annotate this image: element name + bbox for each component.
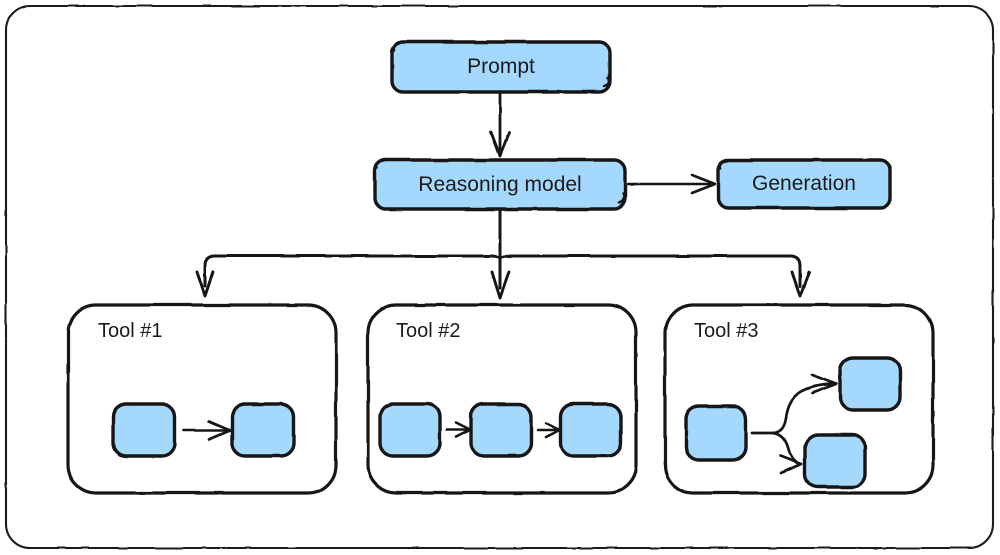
edge-reasoning-to-generation [626, 173, 717, 195]
tool-1-step-1[interactable] [113, 404, 175, 456]
tool-3-step-3[interactable] [805, 435, 865, 487]
generation-node-shape [716, 158, 892, 210]
tool-2-container[interactable] [368, 305, 636, 493]
tool-1-step-2[interactable] [232, 404, 294, 456]
tool-3-step-2[interactable] [840, 358, 900, 410]
tool-2-step-3[interactable] [561, 404, 621, 456]
generation-node[interactable] [718, 160, 890, 208]
prompt-node[interactable] [392, 42, 610, 92]
tool-2-steps-shape [378, 402, 623, 458]
edge-reasoning-to-tools-bus [195, 208, 811, 300]
reasoning-model-node[interactable] [375, 160, 625, 209]
tool-3-steps-shape [684, 356, 902, 489]
tool-1-container[interactable] [68, 305, 336, 493]
tool-2-step-2[interactable] [471, 404, 531, 456]
tool-2-step-1[interactable] [380, 404, 440, 456]
prompt-node-shape [390, 40, 612, 94]
edge-prompt-to-reasoning [489, 91, 511, 158]
tool-3-step-1[interactable] [686, 406, 746, 460]
tool-1-steps-shape [111, 402, 296, 458]
outer-frame [4, 4, 995, 550]
tool-3-branch-edges [750, 373, 838, 475]
